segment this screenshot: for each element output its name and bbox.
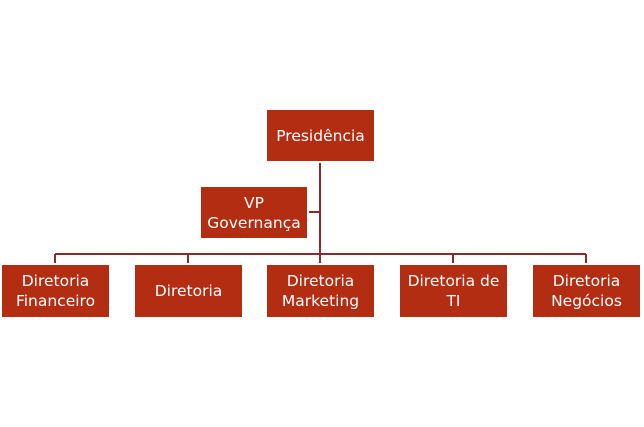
- node-label: Diretoria Marketing: [281, 272, 360, 310]
- node-diretoria-negocios: Diretoria Negócios: [531, 263, 642, 319]
- node-diretoria-ti: Diretoria de TI: [398, 263, 509, 319]
- node-presidencia: Presidência: [265, 108, 376, 163]
- node-diretoria-financeiro: Diretoria Financeiro: [0, 263, 111, 319]
- node-vp-governanca: VP Governança: [199, 185, 309, 240]
- node-label: Diretoria Financeiro: [15, 272, 96, 310]
- node-diretoria: Diretoria: [133, 263, 244, 319]
- node-label: Diretoria: [154, 282, 223, 300]
- node-label: Diretoria de TI: [407, 272, 500, 310]
- node-label: Diretoria Negócios: [551, 272, 622, 310]
- node-diretoria-marketing: Diretoria Marketing: [265, 263, 376, 319]
- node-label: VP Governança: [207, 193, 301, 232]
- node-label: Presidência: [276, 126, 365, 145]
